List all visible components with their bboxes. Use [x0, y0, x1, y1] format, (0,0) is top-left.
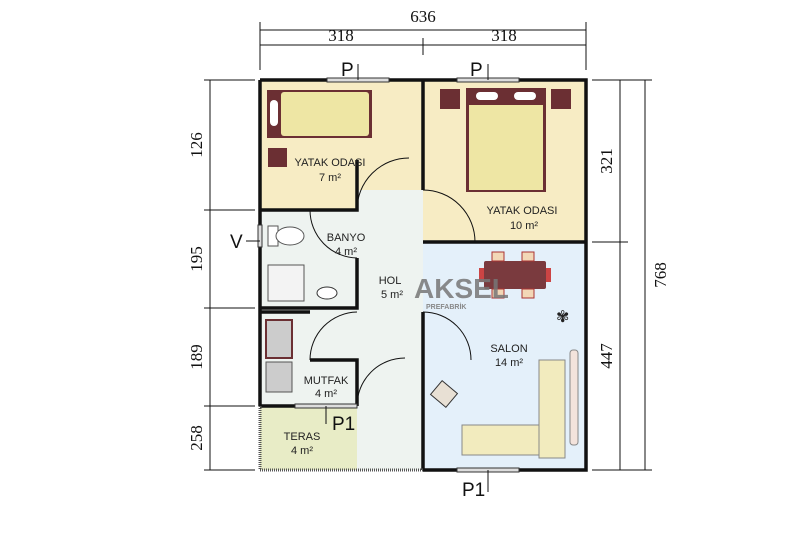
- window-label: V: [230, 232, 243, 253]
- window-label: P: [470, 60, 483, 81]
- room-area: 4 m²: [315, 388, 337, 400]
- room-name: SALON: [490, 343, 527, 355]
- window-label: P: [341, 60, 354, 81]
- dim-total-height: 768: [651, 262, 670, 288]
- dim-height: 189: [187, 344, 206, 370]
- shower-tray: [267, 264, 305, 302]
- dim-left-width: 318: [328, 26, 354, 45]
- dim-right-width: 318: [491, 26, 517, 45]
- dim-height: 126: [187, 132, 206, 158]
- dimension-lines: [204, 22, 652, 471]
- room-name: TERAS: [284, 431, 321, 443]
- watermark-sub: PREFABRİK: [426, 303, 466, 311]
- room-name: YATAK ODASI: [295, 157, 366, 169]
- dim-height: 195: [187, 246, 206, 272]
- armchair: [429, 379, 459, 409]
- sink: [316, 286, 338, 300]
- room-area: 14 m²: [495, 357, 523, 369]
- toilet: [267, 225, 305, 247]
- room-area: 4 m²: [335, 246, 357, 258]
- room-name: HOL: [379, 275, 402, 287]
- kitchen-units: [265, 319, 293, 393]
- door-label: P1: [332, 414, 355, 435]
- dim-height: 447: [597, 343, 616, 369]
- single-bed: [267, 90, 372, 138]
- window-bath: [257, 224, 263, 248]
- room-name: YATAK ODASI: [487, 205, 558, 217]
- dim-height: 258: [187, 425, 206, 451]
- dim-total-width: 636: [410, 7, 436, 26]
- room-name: MUTFAK: [304, 375, 349, 387]
- dim-height: 321: [597, 148, 616, 174]
- sofa-set: [461, 349, 579, 459]
- door-swings: [309, 157, 476, 407]
- nightstand: [268, 148, 287, 167]
- double-bed: [440, 88, 571, 192]
- dining-table: [479, 251, 551, 299]
- hall-floor: [300, 140, 423, 470]
- plant-icon: ✾: [556, 309, 569, 326]
- door-label: P1: [462, 480, 485, 501]
- room-area: 5 m²: [381, 289, 403, 301]
- watermark-logo: AKSEL: [414, 273, 509, 304]
- room-area: 10 m²: [510, 220, 538, 232]
- room-area: 4 m²: [291, 445, 313, 457]
- room-area: 7 m²: [319, 172, 341, 184]
- room-name: BANYO: [327, 232, 366, 244]
